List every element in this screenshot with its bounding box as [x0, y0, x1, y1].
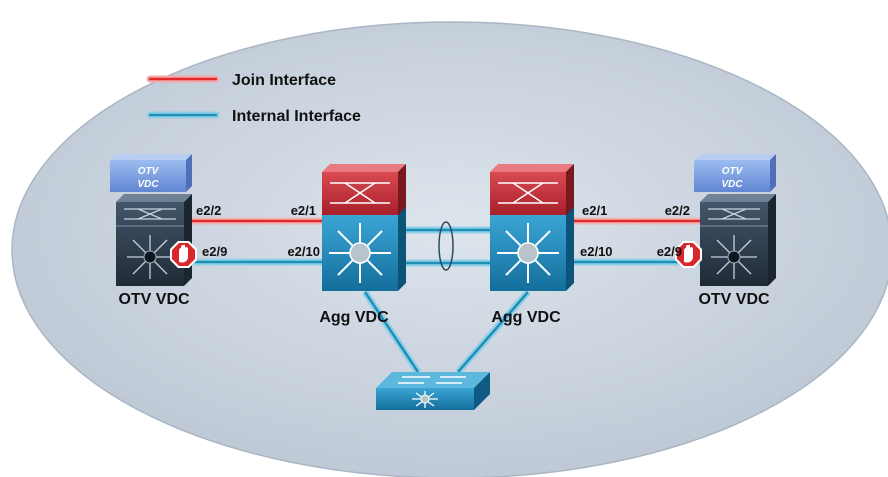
left-otv-name: OTV VDC: [118, 291, 190, 308]
right-agg-join-port: e2/1: [582, 203, 607, 218]
left-otv-tag-line2: VDC: [137, 179, 159, 190]
right-otv-name: OTV VDC: [698, 291, 770, 308]
right-agg-device: Agg VDC: [490, 164, 574, 326]
legend-join-label: Join Interface: [232, 72, 336, 89]
right-agg-internal-port: e2/10: [580, 244, 613, 259]
crossbar-icon: [124, 208, 176, 220]
left-otv-internal-port: e2/9: [202, 244, 227, 259]
left-otv-tag-line1: OTV: [138, 166, 160, 177]
crossbar-icon: [498, 182, 558, 204]
stop-hand-icon: [170, 241, 197, 268]
left-otv-join-port: e2/2: [196, 203, 221, 218]
right-otv-tag: OTV VDC: [694, 154, 776, 192]
crossbar-icon: [330, 182, 390, 204]
right-otv-tag-line2: VDC: [721, 179, 743, 190]
left-otv-device: OTV VDC OTV VDC: [110, 154, 197, 308]
left-agg-name: Agg VDC: [319, 309, 389, 326]
left-agg-internal-port: e2/10: [287, 244, 320, 259]
right-otv-join-port: e2/2: [665, 203, 690, 218]
right-otv-internal-port: e2/9: [657, 244, 682, 259]
layer2-switch-icon: [376, 372, 490, 410]
legend-internal-label: Internal Interface: [232, 108, 361, 125]
downlink-right: [455, 289, 531, 375]
agg-port-channel: [402, 221, 490, 271]
right-otv-device: OTV VDC OTV VDC: [675, 154, 776, 308]
left-agg-join-port: e2/1: [291, 203, 316, 218]
crossbar-icon: [708, 208, 760, 220]
right-agg-name: Agg VDC: [491, 309, 561, 326]
left-agg-device: Agg VDC: [319, 164, 406, 326]
right-otv-tag-line1: OTV: [722, 166, 744, 177]
downlink-left: [362, 290, 421, 374]
left-otv-tag: OTV VDC: [110, 154, 192, 192]
site-ellipse: [11, 21, 888, 477]
stop-hand-icon: [675, 241, 702, 268]
legend: Join Interface Internal Interface: [146, 72, 361, 125]
